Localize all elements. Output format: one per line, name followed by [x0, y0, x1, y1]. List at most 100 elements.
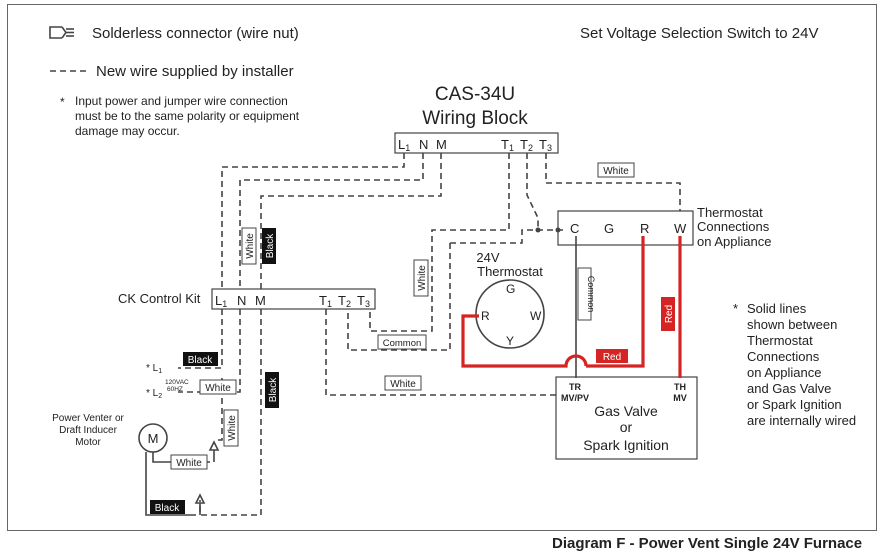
red-wire-label-horizontal: Red [596, 349, 628, 363]
svg-text:White: White [417, 265, 428, 291]
svg-text:White: White [603, 166, 629, 177]
wire-wb-t2 [526, 153, 539, 230]
warning-note-line3: damage may occur. [75, 124, 180, 138]
ck-terminal-t3: T3 [357, 293, 370, 309]
solid-note-line5: on Appliance [747, 365, 821, 380]
connector-legend-label: Solderless connector (wire nut) [92, 25, 299, 42]
power-l2-label: * L2 [146, 388, 162, 400]
svg-text:Black: Black [265, 233, 276, 258]
tc-terminal-g: G [604, 221, 614, 236]
wire-wb-m [260, 153, 442, 289]
tc-terminal-w: W [674, 221, 687, 236]
svg-text:White: White [205, 383, 231, 394]
solid-lines-asterisk: * [733, 301, 738, 316]
ck-terminal-l1: L1 [215, 293, 227, 309]
thermostat-terminal-r: R [481, 309, 490, 323]
svg-text:White: White [245, 233, 256, 259]
motor-icon [138, 423, 168, 453]
power-spec-line2: 60HZ [167, 386, 183, 393]
svg-text:White: White [227, 415, 238, 441]
wiring-block-title-line1: CAS-34U [435, 84, 515, 105]
svg-text:White: White [390, 379, 416, 390]
solid-note-line1: Solid lines [747, 301, 807, 316]
power-l1-label: * L1 [146, 363, 162, 375]
wire-ck-t2 [347, 243, 451, 351]
white-label-ck-t1: White [384, 375, 422, 391]
wb-terminal-m: M [436, 137, 447, 152]
svg-text:Red: Red [603, 352, 621, 363]
white-label-vertical-ck-n: White [241, 227, 257, 265]
wire-wb-t1 [369, 153, 510, 332]
voltage-note: Set Voltage Selection Switch to 24V [580, 25, 818, 42]
wb-terminal-t2: T2 [520, 137, 533, 153]
ck-control-kit-label: CK Control Kit [118, 291, 201, 306]
gv-label-line1: Gas Valve [594, 403, 658, 419]
thermostat-24v-label-line2: Thermostat [477, 264, 543, 279]
red-wire-label-vertical: Red [661, 297, 675, 331]
solid-note-line8: are internally wired [747, 413, 856, 428]
svg-text:Common: Common [586, 276, 596, 313]
tc-label-line1: Thermostat [697, 205, 763, 220]
wire-junction-c [450, 229, 565, 244]
wb-terminal-n: N [419, 137, 428, 152]
motor-label-line1: Power Venter or [52, 413, 124, 424]
motor-lead-black [145, 452, 196, 516]
wire-ck-n-power [178, 309, 241, 393]
warning-note-line2: must be to the same polarity or equipmen… [75, 109, 300, 123]
tc-label-line2: Connections [697, 219, 770, 234]
white-label-vertical-t1: White [413, 259, 429, 297]
thermostat-terminal-g: G [506, 282, 515, 296]
wire-wb-n [239, 153, 424, 289]
svg-text:Black: Black [155, 503, 180, 514]
black-label-motor: Black [150, 500, 185, 514]
wb-terminal-l1: L1 [398, 137, 410, 153]
wb-terminal-t1: T1 [501, 137, 514, 153]
gv-th-label: TH [674, 382, 686, 392]
tc-terminal-r: R [640, 221, 649, 236]
motor-wire-nut-white-icon [208, 440, 220, 462]
wire-neutral-motor [217, 378, 223, 441]
ck-terminal-t2: T2 [338, 293, 351, 309]
ck-terminal-m: M [255, 293, 266, 308]
ck-terminal-t1: T1 [319, 293, 332, 309]
tc-label-line3: on Appliance [697, 234, 771, 249]
diagram-caption: Diagram F - Power Vent Single 24V Furnac… [552, 535, 863, 552]
svg-text:Black: Black [268, 377, 279, 402]
svg-text:White: White [176, 458, 202, 469]
red-wire-thermostat [461, 314, 588, 368]
motor-label-line2: Draft Inducer [59, 425, 117, 436]
white-label-vertical-motor: White [223, 409, 239, 447]
white-label-top: White [597, 162, 635, 178]
solid-note-line2: shown between [747, 317, 837, 332]
white-label-motor: White [170, 454, 208, 470]
thermostat-terminal-y: Y [506, 334, 514, 348]
gv-label-line3: Spark Ignition [583, 437, 669, 453]
diagram-frame [7, 4, 877, 531]
wire-wb-t3 [545, 153, 681, 211]
thermostat-terminal-w: W [530, 309, 542, 323]
black-label-vertical-motor: Black [265, 372, 279, 408]
solid-note-line6: and Gas Valve [747, 381, 831, 396]
gas-valve-block [555, 376, 698, 460]
wire-ck-t1 [325, 309, 556, 396]
gv-mvpv-label: MV/PV [561, 393, 589, 403]
solid-note-line4: Connections [747, 349, 820, 364]
solid-note-line3: Thermostat [747, 333, 813, 348]
motor-symbol: M [148, 431, 159, 446]
thermostat-connections-block [557, 210, 694, 246]
common-label-ck: Common [377, 334, 427, 350]
connector-legend-icon [49, 26, 74, 39]
warning-note-line1: Input power and jumper wire connection [75, 94, 288, 108]
thermostat-24v-label-line1: 24V [476, 250, 499, 265]
ck-terminal-n: N [237, 293, 246, 308]
power-spec-line1: 120VAC [165, 379, 189, 386]
black-label-vertical-ck-m: Black [262, 228, 276, 264]
motor-label-line3: Motor [75, 437, 101, 448]
warning-asterisk: * [60, 95, 65, 109]
black-label-power-l1: Black [183, 352, 218, 366]
red-wire-r [586, 236, 645, 368]
gv-tr-label: TR [569, 382, 581, 392]
wire-junction-dot [535, 227, 541, 233]
tc-terminal-c: C [570, 221, 579, 236]
